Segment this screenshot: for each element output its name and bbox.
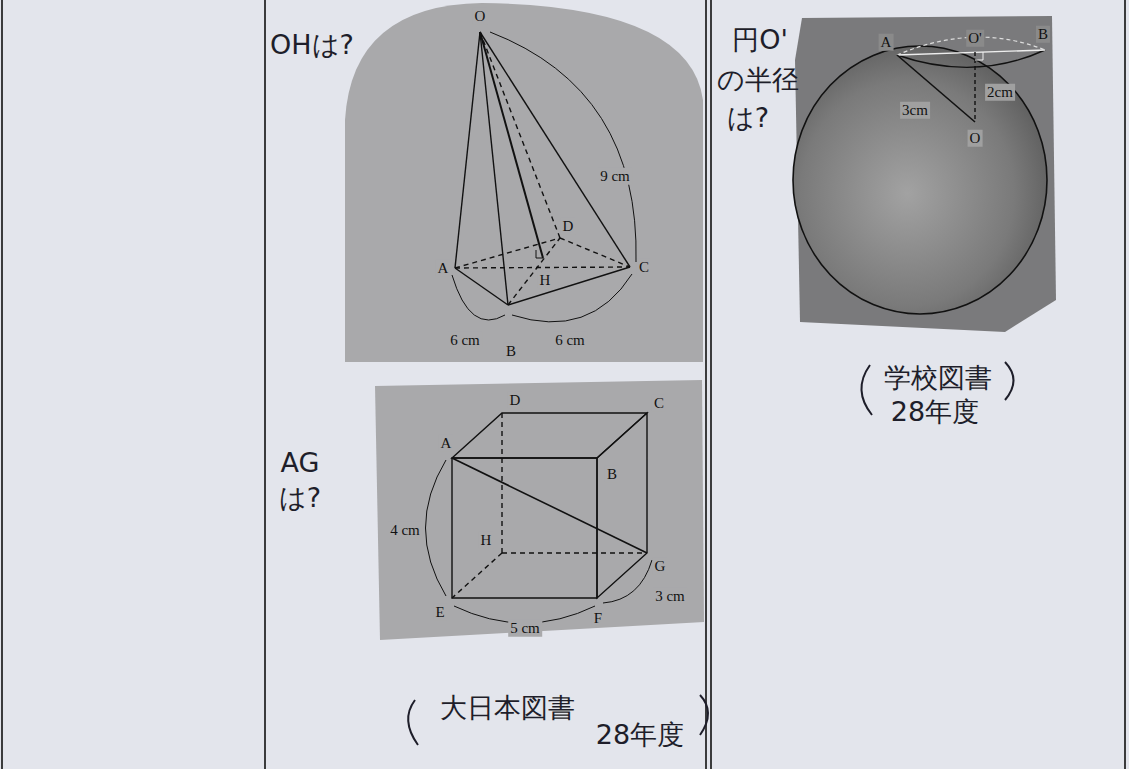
question-note: は? xyxy=(727,103,769,133)
source-note: 28年度 xyxy=(596,720,684,750)
vertex-label: O xyxy=(473,8,488,25)
question-note: の半径 xyxy=(717,65,799,95)
vertex-label: B xyxy=(605,466,619,483)
point-label: O' xyxy=(966,30,984,47)
cuboid-figure xyxy=(426,413,653,623)
vertex-label: H xyxy=(479,532,494,549)
question-note: 円O' xyxy=(732,25,788,55)
source-note: 大日本図書 xyxy=(440,693,575,723)
dimension-label: 4 cm xyxy=(388,522,422,539)
question-note: は? xyxy=(279,483,321,513)
parenthesis xyxy=(408,362,1013,745)
vertex-label: F xyxy=(592,610,604,627)
dimension-label: 3 cm xyxy=(653,588,687,605)
vertex-label: H xyxy=(538,272,553,289)
point-label: O xyxy=(968,130,983,147)
vertex-label: A xyxy=(439,435,454,452)
pyramid-figure xyxy=(452,32,636,322)
vertex-label: B xyxy=(504,343,518,360)
question-note: AG xyxy=(281,448,320,478)
source-note: 学校図書 xyxy=(884,363,992,393)
point-label: B xyxy=(1036,26,1050,43)
vertex-label: E xyxy=(433,604,446,621)
dimension-label: 2cm xyxy=(985,84,1015,101)
source-note: 28年度 xyxy=(891,397,979,427)
dimension-label: 9 cm xyxy=(598,168,632,185)
vertex-label: A xyxy=(436,260,451,277)
dimension-label: 6 cm xyxy=(448,332,482,349)
vertex-label: D xyxy=(561,218,576,235)
vertex-label: C xyxy=(652,395,666,412)
question-note: OHは? xyxy=(270,30,354,60)
point-label: A xyxy=(879,34,894,51)
vertex-label: D xyxy=(508,392,523,409)
photo-clipping xyxy=(375,380,704,640)
photo-clipping xyxy=(345,3,703,362)
dimension-label: 3cm xyxy=(900,102,930,119)
vertex-label: C xyxy=(637,259,651,276)
vertex-label: G xyxy=(653,558,668,575)
dimension-label: 5 cm xyxy=(508,620,542,637)
dimension-label: 6 cm xyxy=(553,332,587,349)
sphere-figure xyxy=(793,37,1047,314)
